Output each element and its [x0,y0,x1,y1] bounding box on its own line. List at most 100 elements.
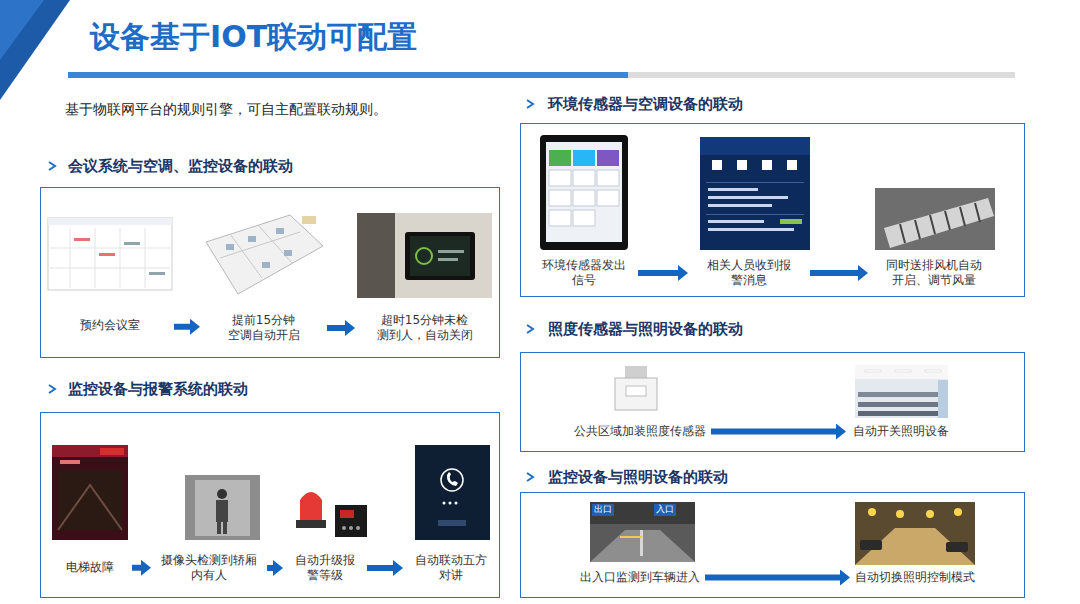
photo-ground [590,502,695,562]
dot [443,502,446,505]
step-caption: 自动升级报 警等级 [288,553,362,583]
section-panel: 监控设备与报警系统的联动电梯故障摄像头检测到轿厢 内有人自动升级报 警等级自动联… [40,378,500,598]
step-caption: 环境传感器发出 信号 [535,258,633,288]
sensor-box [615,378,657,410]
screen-header [700,137,810,155]
phone-frame [415,445,490,540]
alert-text-bar [60,460,80,464]
screen-frame [52,445,128,540]
vent-slat [960,207,965,226]
section-panel: 环境传感器与空调设备的联动环境传感器发出 信号相关人员收到报 警消息同时送排风机… [520,93,1025,297]
section-heading: 会议系统与空调、监控设备的联动 [68,155,500,177]
flow-arrow [367,565,393,571]
chevron-icon [49,162,55,170]
app-icon [787,160,797,170]
screen-frame [48,218,172,290]
window [938,380,948,418]
section-heading: 照度传感器与照明设备的联动 [548,318,1025,340]
photo-ground [357,213,492,298]
flow-arrow [327,325,345,331]
status-ring [416,248,432,264]
ac-unit [302,216,316,224]
desk-block [248,236,256,242]
step-column: 预约会议室 [48,218,172,333]
message-line [708,204,772,207]
screen-header [48,218,172,225]
screen-line [438,250,464,253]
desk-block [262,262,270,268]
wall-line [220,232,300,258]
tablet-screen [410,236,470,276]
parking-entrance-photo [590,502,695,562]
step-caption: 同时送排风机自动 开启、调节风量 [879,258,989,288]
alarm-device [296,492,367,537]
step-column: 出入口监测到车辆进入 [577,502,703,585]
flow-arrow [174,324,190,330]
alarm-key [342,526,346,530]
ceiling-light [865,370,881,372]
desk-block [284,250,292,256]
sensor-tile [573,150,595,166]
step-caption: 相关人员收到报 警消息 [700,258,798,288]
lamp [868,508,876,516]
chevron-icon [527,473,533,481]
calendar-screenshot [48,218,172,290]
phone-button [438,520,466,526]
step-caption: 自动开关照明设备 [853,424,949,439]
driveway [590,530,695,562]
step-column: 自动开关照明设备 [848,365,954,439]
grid-line [145,228,146,288]
wall-line [230,234,262,278]
vent-slat [945,211,950,230]
photo-ground [855,365,948,418]
vent-grille [884,198,994,248]
alarm-base [296,520,326,528]
section-panel: 会议系统与空调、监控设备的联动预约会议室提前15分钟 空调自动开启超时15分钟未… [40,155,500,358]
step-column: 提前15分钟 空调自动开启 [202,213,325,343]
section-heading: 监控设备与照明设备的联动 [548,466,1025,488]
barrier-post [640,530,643,556]
step-column: 自动联动五方 对讲 [405,445,497,583]
app-icon [712,160,722,170]
alarm-key [349,526,353,530]
monitor-frame [540,135,628,250]
alarm-key [356,526,360,530]
floor-slab [206,215,323,294]
alert-button [100,448,124,455]
garage-lighting-photo [855,502,975,565]
barrier-arm [620,536,642,538]
step-column: 相关人员收到报 警消息 [690,137,808,288]
sensor-tile [549,210,571,226]
camera-frame [185,475,260,540]
ceiling-light [925,370,941,372]
vent-slat [975,203,980,222]
screen-line [438,258,458,261]
app-icon [737,160,747,170]
desk-row [858,402,938,407]
alarm-display [340,510,354,518]
door [357,213,395,298]
sensor-tile [549,170,571,186]
sign-text: 入口 [654,504,676,516]
floor-plan-illustration [206,215,323,294]
parked-car [860,540,882,550]
lamp [954,508,962,516]
divider [706,182,804,183]
vent-slat [930,215,935,234]
wall-panel-photo [357,213,492,298]
booking-bar [149,272,165,275]
sensor-tile [573,170,595,186]
flow-arrow [711,429,836,435]
desk-row [858,392,938,397]
status-tag [780,219,802,224]
desk-row [858,411,938,416]
message-line [708,196,788,199]
person-leg [217,522,221,534]
sensor-tile [549,150,571,166]
ceiling-light [895,370,911,372]
step-caption: 预约会议室 [80,318,140,333]
booking-bar [99,253,115,256]
camera-view [58,470,122,530]
